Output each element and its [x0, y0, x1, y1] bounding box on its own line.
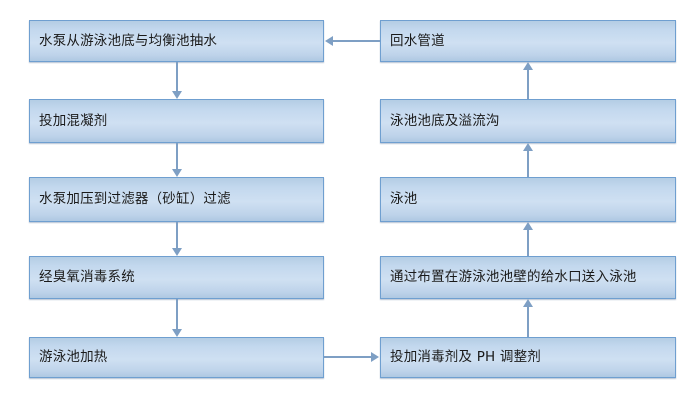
connector-arrow-up-r5-r4 [527, 307, 529, 337]
node-label: 水泵加压到过滤器（砂缸）过滤 [39, 191, 231, 208]
connector-arrow-down-l3-l4 [176, 222, 178, 248]
connector-arrow-up-r3-r2 [527, 151, 529, 177]
arrowhead-right-l5-r5 [371, 352, 379, 362]
node-label: 投加消毒剂及 PH 调整剂 [390, 349, 541, 366]
arrowhead-up-r3-r2 [523, 143, 533, 151]
process-node-wall-inlet[interactable]: 通过布置在游泳池池壁的给水口送入泳池 [380, 256, 676, 299]
process-node-ozone-disinfection[interactable]: 经臭氧消毒系统 [29, 256, 324, 299]
node-label: 泳池池底及溢流沟 [390, 112, 500, 129]
node-label: 泳池 [390, 191, 418, 208]
process-node-swimming-pool[interactable]: 泳池 [380, 177, 676, 222]
arrowhead-down-l1-l2 [172, 91, 182, 99]
arrowhead-left-r1-l1 [325, 36, 333, 46]
node-label: 回水管道 [390, 32, 445, 49]
process-node-pump-intake[interactable]: 水泵从游泳池底与均衡池抽水 [29, 20, 324, 62]
process-node-pool-heating[interactable]: 游泳池加热 [29, 337, 324, 378]
connector-arrow-down-l4-l5 [176, 299, 178, 329]
node-label: 游泳池加热 [39, 349, 108, 366]
arrowhead-down-l2-l3 [172, 169, 182, 177]
connector-arrow-left-r1-l1 [333, 40, 380, 42]
arrowhead-up-r4-r3 [523, 222, 533, 230]
arrowhead-down-l3-l4 [172, 248, 182, 256]
connector-arrow-right-l5-r5 [324, 356, 372, 358]
arrowhead-up-r2-r1 [523, 62, 533, 70]
process-node-disinfectant-ph-dosing[interactable]: 投加消毒剂及 PH 调整剂 [380, 337, 676, 378]
arrowhead-down-l4-l5 [172, 329, 182, 337]
connector-arrow-down-l1-l2 [176, 62, 178, 92]
connector-arrow-down-l2-l3 [176, 143, 178, 170]
process-node-pool-floor-overflow[interactable]: 泳池池底及溢流沟 [380, 99, 676, 143]
node-label: 投加混凝剂 [39, 112, 108, 129]
node-label: 水泵从游泳池底与均衡池抽水 [39, 32, 218, 49]
node-label: 通过布置在游泳池池壁的给水口送入泳池 [390, 269, 637, 286]
connector-arrow-up-r4-r3 [527, 230, 529, 256]
node-label: 经臭氧消毒系统 [39, 269, 135, 286]
process-node-return-pipe[interactable]: 回水管道 [380, 20, 676, 62]
connector-arrow-up-r2-r1 [527, 70, 529, 99]
process-node-coagulant-dosing[interactable]: 投加混凝剂 [29, 99, 324, 143]
process-node-sand-filter[interactable]: 水泵加压到过滤器（砂缸）过滤 [29, 177, 324, 222]
arrowhead-up-r5-r4 [523, 299, 533, 307]
